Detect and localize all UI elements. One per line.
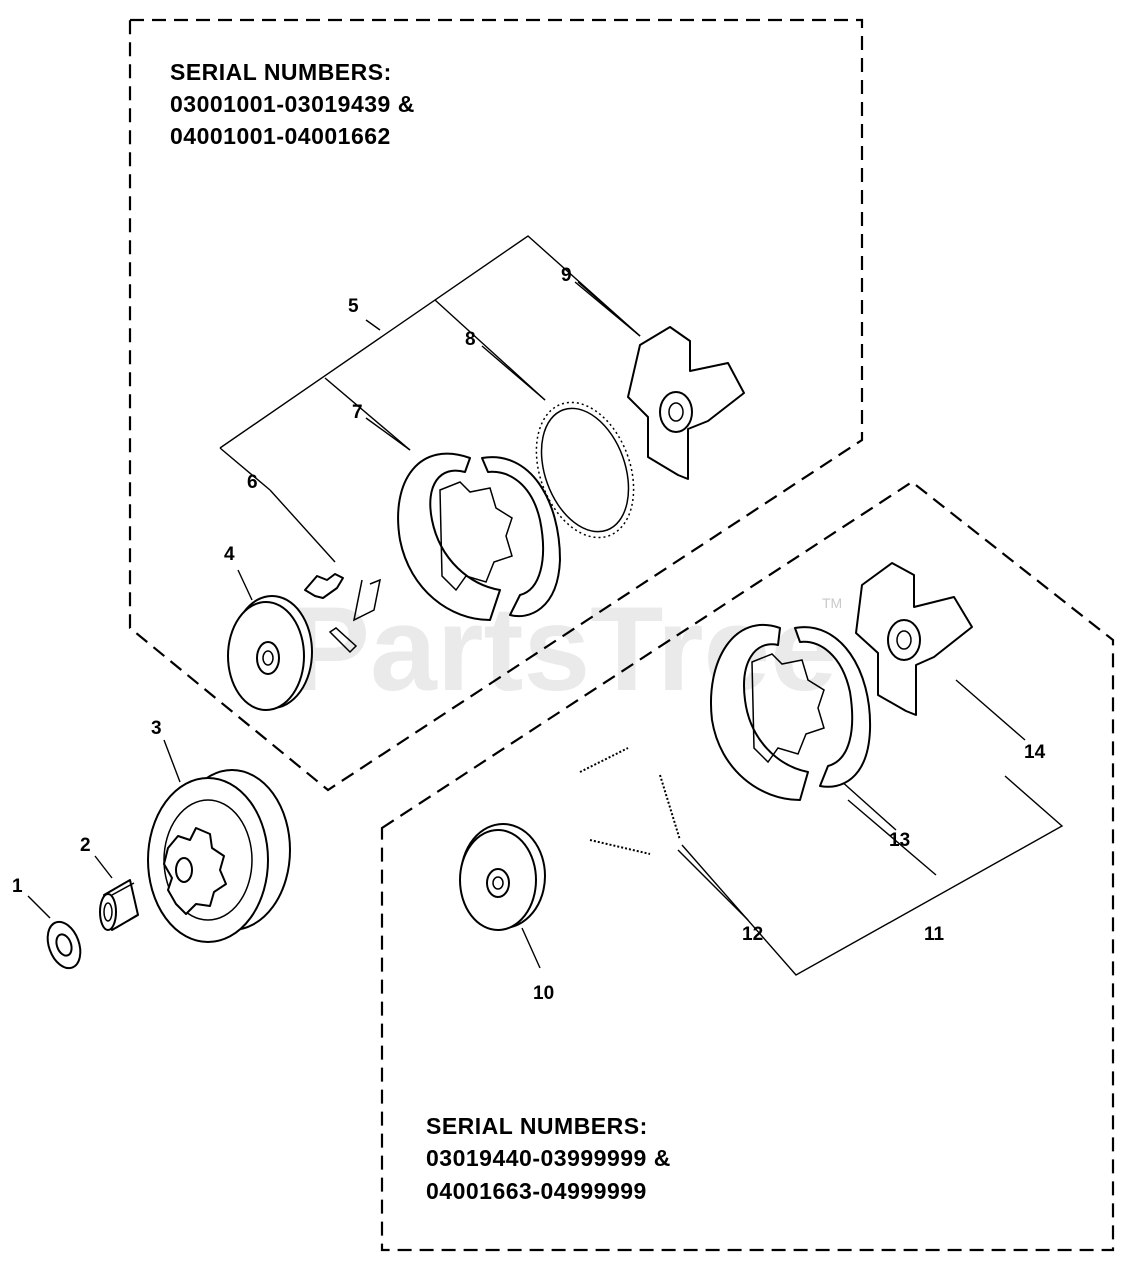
callout-14: 14 <box>1024 742 1046 763</box>
part-4-plate <box>227 595 313 711</box>
serial-range-top-1: 03001001-03019439 & <box>170 91 415 117</box>
callout-9: 9 <box>561 265 572 286</box>
callout-3: 3 <box>151 718 162 739</box>
bracket-lines-bottom <box>681 679 1064 976</box>
trademark: TM <box>822 595 842 611</box>
part-10-plate <box>459 823 546 931</box>
serial-range-bottom-1: 03019440-03999999 & <box>426 1145 671 1171</box>
part-13-clutch-shoes <box>710 623 872 801</box>
callout-10: 10 <box>533 983 554 1004</box>
part-1-washer <box>46 920 82 970</box>
group-boundary-top <box>128 18 864 792</box>
callout-6: 6 <box>247 472 258 493</box>
callout-13: 13 <box>889 830 910 851</box>
callout-5: 5 <box>348 296 359 317</box>
serial-range-top-2: 04001001-04001662 <box>170 123 391 149</box>
part-2-needle-bearing <box>99 879 139 931</box>
callout-11: 11 <box>924 924 945 945</box>
part-8-garter-spring <box>535 401 635 539</box>
part-9-clutch-hub <box>627 326 745 480</box>
group-boundary-bottom <box>380 480 1115 1252</box>
part-12-springs <box>579 747 681 855</box>
serial-title-bottom: SERIAL NUMBERS: <box>426 1113 648 1139</box>
callout-1: 1 <box>12 876 23 897</box>
callout-8: 8 <box>465 329 476 350</box>
serial-title-top: SERIAL NUMBERS: <box>170 59 392 85</box>
callout-2: 2 <box>80 835 91 856</box>
serial-range-bottom-2: 04001663-04999999 <box>426 1178 647 1204</box>
part-6-clips <box>304 573 382 654</box>
callout-12: 12 <box>742 924 763 945</box>
part-7-clutch-shoes <box>397 452 561 621</box>
part-3-clutch-drum <box>147 769 291 943</box>
callout-4: 4 <box>224 544 235 565</box>
part-14-clutch-hub <box>855 562 973 716</box>
callout-7: 7 <box>352 402 363 423</box>
leader-lines <box>27 281 897 969</box>
bracket-lines-top <box>219 235 641 491</box>
